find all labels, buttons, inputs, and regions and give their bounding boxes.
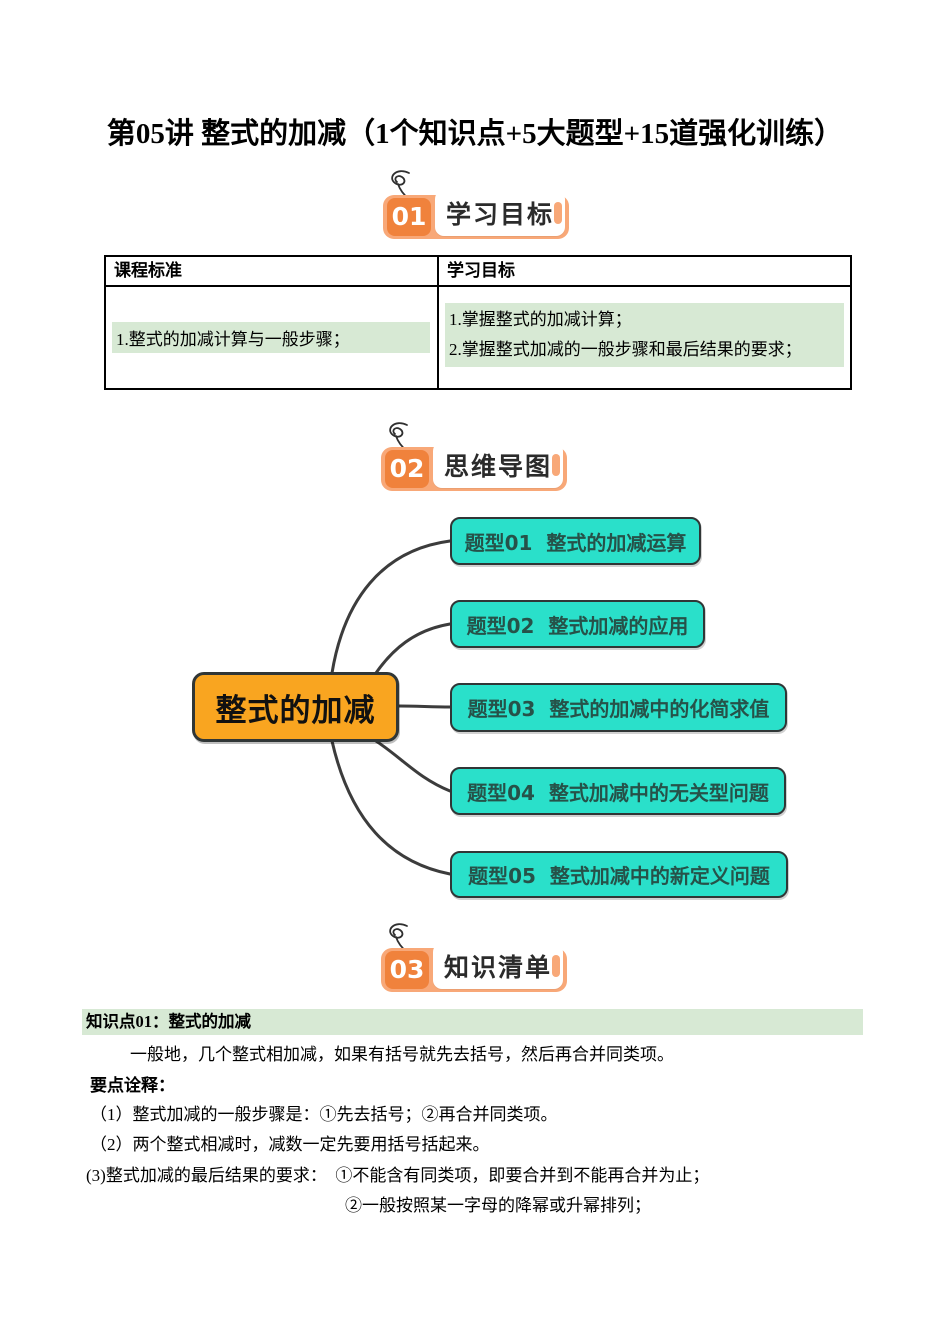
section-number: 02: [385, 450, 429, 488]
section-badge-plate: 02 思维导图: [381, 441, 567, 491]
section-label: 知识清单: [443, 952, 552, 982]
page-title: 第05讲 整式的加减（1个知识点+5大题型+15道强化训练）: [106, 118, 844, 150]
mindmap-branch-05: 题型05 整式加减中的新定义问题: [450, 851, 788, 898]
key-points-title: 要点诠释：: [90, 1076, 175, 1095]
section-label-box: 知识清单: [433, 942, 563, 989]
mindmap-branch-01: 题型01 整式的加减运算: [450, 517, 701, 565]
section-label: 学习目标: [445, 199, 554, 229]
mindmap-center-node: 整式的加减: [192, 672, 399, 742]
knowledge-intro: 一般地，几个整式相加减，如果有括号就先去括号，然后再合并同类项。: [130, 1045, 674, 1064]
key-point-3-continued: ②一般按照某一字母的降幂或升幂排列；: [345, 1196, 651, 1215]
section-badge-plate: 03 知识清单: [381, 942, 567, 992]
mindmap-connector-lines: [330, 539, 452, 876]
section-badge-03: 03 知识清单: [381, 922, 573, 998]
section-number: 03: [385, 951, 429, 989]
badge-notch-decoration: [554, 201, 562, 224]
mindmap-branch-02: 题型02 整式加减的应用: [450, 600, 705, 648]
goals-table-header-course-standard: 课程标准: [114, 261, 182, 280]
course-standard-item: 1.整式的加减计算与一般步骤；: [112, 322, 430, 353]
learning-goal-item: 1.掌握整式的加减计算；: [449, 310, 632, 329]
key-point-1: （1）整式加减的一般步骤是：①先去括号；②再合并同类项。: [90, 1105, 558, 1124]
section-label-box: 学习目标: [435, 189, 565, 236]
mindmap-branch-04: 题型04 整式加减中的无关型问题: [450, 767, 786, 815]
section-badge-01: 01 学习目标: [383, 169, 575, 245]
goals-table-body-row: 1.整式的加减计算与一般步骤； 1.掌握整式的加减计算； 2.掌握整式加减的一般…: [106, 287, 850, 388]
section-label-box: 思维导图: [433, 441, 563, 488]
key-point-2: （2）两个整式相减时，减数一定先要用括号括起来。: [90, 1135, 490, 1154]
goals-table-header-learning-goals: 学习目标: [437, 257, 850, 285]
section-badge-02: 02 思维导图: [381, 421, 573, 497]
badge-notch-decoration: [552, 453, 560, 476]
mindmap: 整式的加减 题型01 整式的加减运算 题型02 整式加减的应用 题型03 整式的…: [82, 490, 872, 920]
goals-table: 课程标准 学习目标 1.整式的加减计算与一般步骤； 1.掌握整式的加减计算； 2…: [104, 255, 852, 390]
badge-notch-decoration: [552, 954, 560, 977]
goals-table-header-row: 课程标准 学习目标: [106, 257, 850, 287]
course-standard-cell: 1.整式的加减计算与一般步骤；: [106, 287, 437, 388]
section-badge-plate: 01 学习目标: [383, 189, 569, 239]
learning-goals-cell: 1.掌握整式的加减计算； 2.掌握整式加减的一般步骤和最后结果的要求；: [437, 287, 850, 388]
mindmap-branch-03: 题型03 整式的加减中的化简求值: [450, 683, 787, 732]
learning-goal-item: 2.掌握整式加减的一般步骤和最后结果的要求；: [449, 340, 802, 359]
key-point-3: (3)整式加减的最后结果的要求： ①不能含有同类项，即要合并到不能再合并为止；: [86, 1166, 710, 1185]
learning-goals-highlight: 1.掌握整式的加减计算； 2.掌握整式加减的一般步骤和最后结果的要求；: [445, 303, 844, 367]
section-number: 01: [387, 198, 431, 236]
section-label: 思维导图: [443, 451, 552, 481]
knowledge-point-heading: 知识点01：整式的加减: [82, 1009, 863, 1035]
